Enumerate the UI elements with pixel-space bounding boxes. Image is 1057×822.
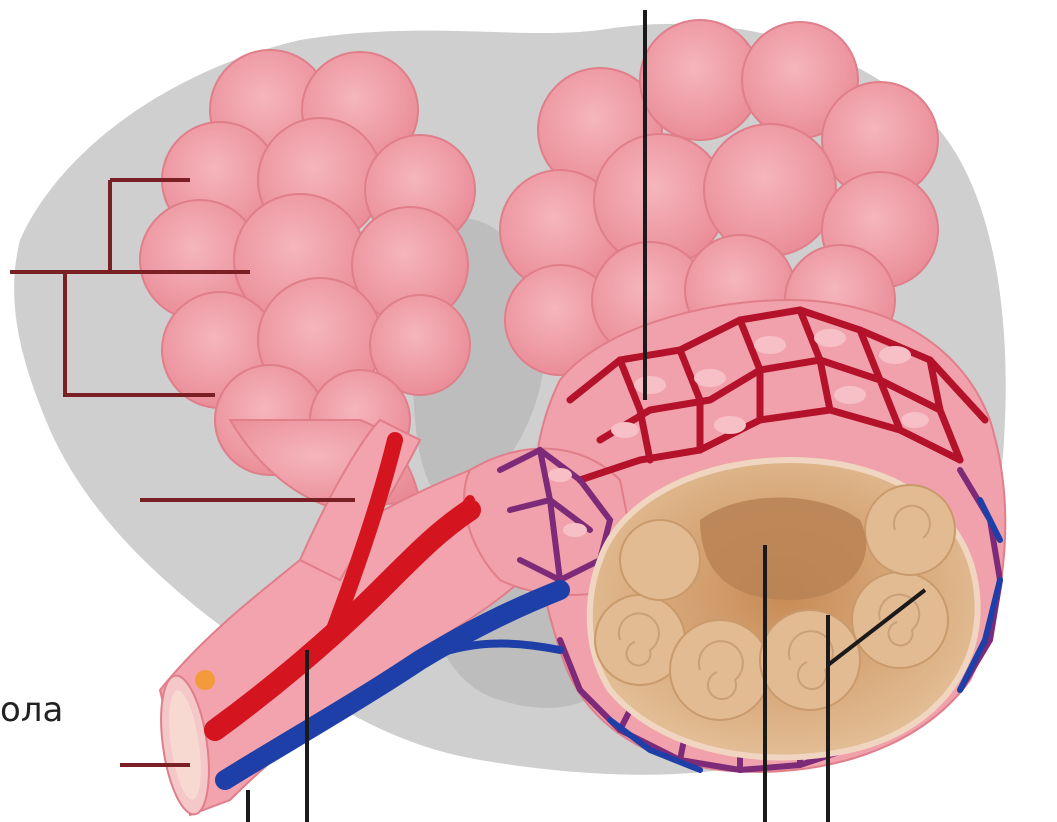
alveolar-cross-section <box>590 460 978 758</box>
label-fragment: ола <box>0 690 63 730</box>
